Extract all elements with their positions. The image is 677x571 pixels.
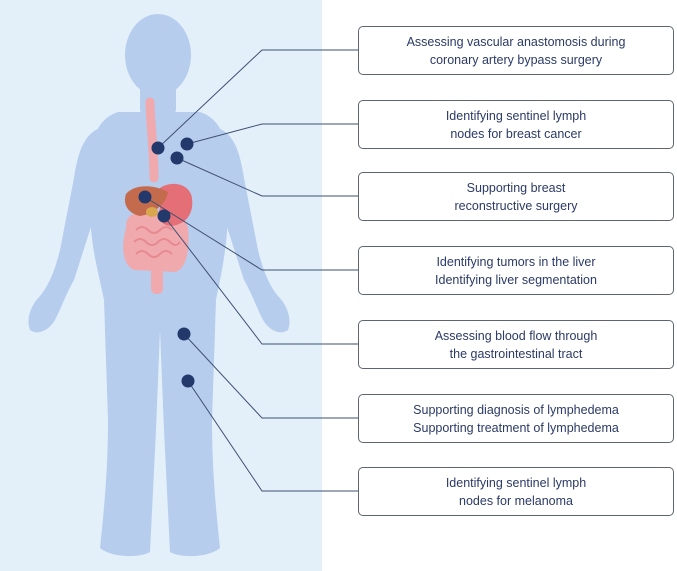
label-line: Assessing blood flow through bbox=[434, 328, 598, 343]
connector-line bbox=[157, 49, 358, 149]
marker-dot bbox=[157, 209, 171, 223]
label-box-coronary-bypass: Assessing vascular anastomosis during co… bbox=[358, 26, 674, 75]
label-line: coronary artery bypass surgery bbox=[429, 52, 603, 67]
marker-dot bbox=[138, 190, 152, 204]
marker-dot bbox=[181, 374, 195, 388]
marker-dots bbox=[138, 137, 195, 388]
label-line: nodes for melanoma bbox=[459, 493, 573, 508]
label-box-lymphedema: Supporting diagnosis of lymphedema Suppo… bbox=[358, 394, 674, 443]
marker-dot bbox=[177, 327, 191, 341]
human-body-silhouette-icon bbox=[28, 14, 290, 557]
connector-line bbox=[176, 157, 358, 197]
label-box-melanoma: Identifying sentinel lymph nodes for mel… bbox=[358, 467, 674, 516]
connector-line bbox=[187, 380, 358, 492]
label-line: nodes for breast cancer bbox=[450, 126, 582, 141]
label-line: Identifying sentinel lymph bbox=[445, 108, 587, 123]
connector-line bbox=[186, 123, 358, 145]
label-line: Identifying sentinel lymph bbox=[445, 475, 587, 490]
label-line: Supporting treatment of lymphedema bbox=[413, 420, 619, 435]
label-box-gastrointestinal: Assessing blood flow through the gastroi… bbox=[358, 320, 674, 369]
connector-line bbox=[144, 196, 358, 271]
marker-dot bbox=[180, 137, 194, 151]
label-box-breast-cancer: Identifying sentinel lymph nodes for bre… bbox=[358, 100, 674, 149]
label-box-liver: Identifying tumors in the liver Identify… bbox=[358, 246, 674, 295]
label-line: the gastrointestinal tract bbox=[449, 346, 583, 361]
connector-line bbox=[183, 333, 358, 419]
connector-lines bbox=[144, 49, 358, 492]
connector-line bbox=[163, 215, 358, 345]
label-line: Assessing vascular anastomosis during bbox=[406, 34, 626, 49]
label-line: Identifying tumors in the liver bbox=[436, 254, 596, 269]
label-line: Identifying liver segmentation bbox=[435, 272, 597, 287]
label-line: reconstructive surgery bbox=[454, 198, 578, 213]
label-line: Supporting diagnosis of lymphedema bbox=[413, 402, 619, 417]
marker-dot bbox=[151, 141, 165, 155]
label-box-breast-reconstruction: Supporting breast reconstructive surgery bbox=[358, 172, 674, 221]
label-line: Supporting breast bbox=[466, 180, 566, 195]
marker-dot bbox=[170, 151, 184, 165]
